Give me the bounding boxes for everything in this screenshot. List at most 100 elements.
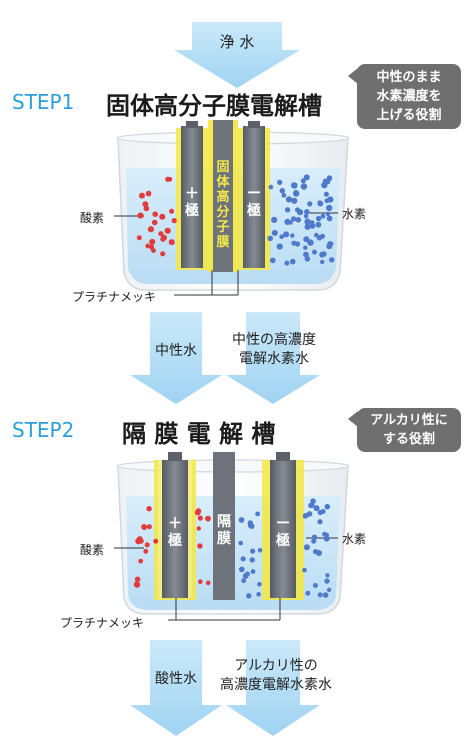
hydrogen-bubble xyxy=(325,211,331,217)
hydrogen-bubble xyxy=(326,204,333,212)
oxygen-bubble xyxy=(198,579,203,584)
hydrogen-bubble xyxy=(276,243,283,250)
hydrogen-bubble xyxy=(303,213,309,219)
step1-gas-dots xyxy=(136,174,335,266)
oxygen-bubble xyxy=(134,576,141,583)
hydrogen-bubble xyxy=(329,257,335,263)
step1-oxygen-label: 酸素 xyxy=(80,211,105,225)
oxygen-bubble xyxy=(160,251,166,257)
oxygen-bubble xyxy=(141,524,148,530)
hydrogen-bubble xyxy=(271,229,278,236)
step1-cathode-label: ー極 xyxy=(247,186,261,219)
oxygen-bubble xyxy=(143,205,150,212)
hydrogen-bubble xyxy=(238,517,245,523)
hydrogen-bubble xyxy=(239,566,245,573)
hydrogen-bubble xyxy=(312,249,317,255)
step2-hydrogen-label: 水素 xyxy=(342,532,367,546)
hydrogen-bubble xyxy=(290,182,298,189)
oxygen-bubble xyxy=(167,176,173,182)
oxygen-bubble xyxy=(136,235,142,241)
hydrogen-bubble xyxy=(267,235,274,242)
hydrogen-bubble xyxy=(279,234,285,239)
hydrogen-bubble xyxy=(317,200,324,207)
hydrogen-bubble xyxy=(283,231,290,238)
hydrogen-bubble xyxy=(324,578,330,584)
hydrogen-bubble xyxy=(277,179,283,186)
step2-membrane-label: 隔膜 xyxy=(217,514,231,547)
hydrogen-bubble xyxy=(245,571,250,577)
step2-anode-label: ＋極 xyxy=(168,516,182,549)
hydrogen-bubble xyxy=(255,511,260,517)
oxygen-bubble xyxy=(153,538,159,544)
hydrogen-bubble xyxy=(326,175,333,181)
oxygen-bubble xyxy=(164,227,171,234)
oxygen-bubble xyxy=(158,231,164,237)
hydrogen-bubble xyxy=(315,215,322,222)
hydrogen-bubble xyxy=(307,239,314,246)
oxygen-bubble xyxy=(145,190,152,197)
hydrogen-bubble xyxy=(320,509,326,514)
step2-out-right-label: アルカリ性の 高濃度電解水素水 xyxy=(220,658,332,693)
hydrogen-bubble xyxy=(249,557,255,563)
oxygen-bubble xyxy=(168,239,175,246)
step1-out-left-label: 中性水 xyxy=(155,343,197,359)
hydrogen-bubble xyxy=(320,213,326,219)
step2-cathode-label: ー極 xyxy=(276,516,290,549)
hydrogen-bubble xyxy=(284,260,290,266)
step2-out-left-arrow xyxy=(130,640,222,736)
hydrogen-bubble xyxy=(324,503,331,510)
hydrogen-bubble xyxy=(247,520,253,526)
oxygen-bubble xyxy=(151,219,158,226)
hydrogen-bubble xyxy=(256,592,261,597)
step2-label: STEP2 xyxy=(12,418,75,442)
hydrogen-bubble xyxy=(317,519,323,525)
hydrogen-bubble xyxy=(307,201,313,207)
step1-title: 固体高分子膜電解槽 xyxy=(106,92,322,120)
oxygen-bubble xyxy=(143,548,149,554)
hydrogen-bubble xyxy=(303,236,310,243)
hydrogen-bubble xyxy=(322,178,328,184)
oxygen-bubble xyxy=(142,201,149,208)
hydrogen-bubble xyxy=(290,216,297,222)
hydrogen-bubble xyxy=(268,184,274,190)
hydrogen-bubble xyxy=(309,220,315,225)
hydrogen-bubble xyxy=(311,534,318,540)
hydrogen-bubble xyxy=(324,198,330,204)
hydrogen-bubble xyxy=(295,217,302,223)
oxygen-bubble xyxy=(149,238,156,245)
hydrogen-bubble xyxy=(303,544,310,551)
step2-oxygen-label: 酸素 xyxy=(80,543,105,557)
oxygen-bubble xyxy=(169,208,175,214)
hydrogen-bubble xyxy=(303,174,310,181)
step2-callout: アルカリ性に する役割 xyxy=(348,408,461,452)
oxygen-bubble xyxy=(195,508,202,514)
oxygen-bubble xyxy=(139,192,145,199)
oxygen-bubble xyxy=(137,536,143,542)
hydrogen-bubble xyxy=(291,197,298,204)
step1-beaker xyxy=(116,120,350,291)
oxygen-bubble xyxy=(197,543,203,549)
oxygen-bubble xyxy=(144,542,150,548)
hydrogen-bubble xyxy=(305,590,311,596)
hydrogen-bubble xyxy=(250,548,256,554)
oxygen-bubble xyxy=(205,515,211,522)
inflow-label: 浄 水 xyxy=(219,33,255,51)
hydrogen-bubble xyxy=(290,233,295,238)
hydrogen-bubble xyxy=(290,258,296,265)
hydrogen-bubble xyxy=(270,257,276,264)
hydrogen-bubble xyxy=(281,192,287,198)
step1-out-right-arrow xyxy=(226,312,320,404)
hydrogen-bubble xyxy=(322,592,329,598)
hydrogen-bubble xyxy=(325,573,330,578)
hydrogen-bubble xyxy=(316,550,322,556)
hydrogen-bubble xyxy=(285,196,293,203)
hydrogen-bubble xyxy=(315,221,322,228)
step2-platinum-label: プラチナメッキ xyxy=(60,616,145,630)
hydrogen-bubble xyxy=(304,209,310,215)
hydrogen-bubble xyxy=(303,245,308,250)
hydrogen-bubble xyxy=(310,503,315,508)
hydrogen-bubble xyxy=(288,220,293,225)
hydrogen-bubble xyxy=(291,240,297,246)
